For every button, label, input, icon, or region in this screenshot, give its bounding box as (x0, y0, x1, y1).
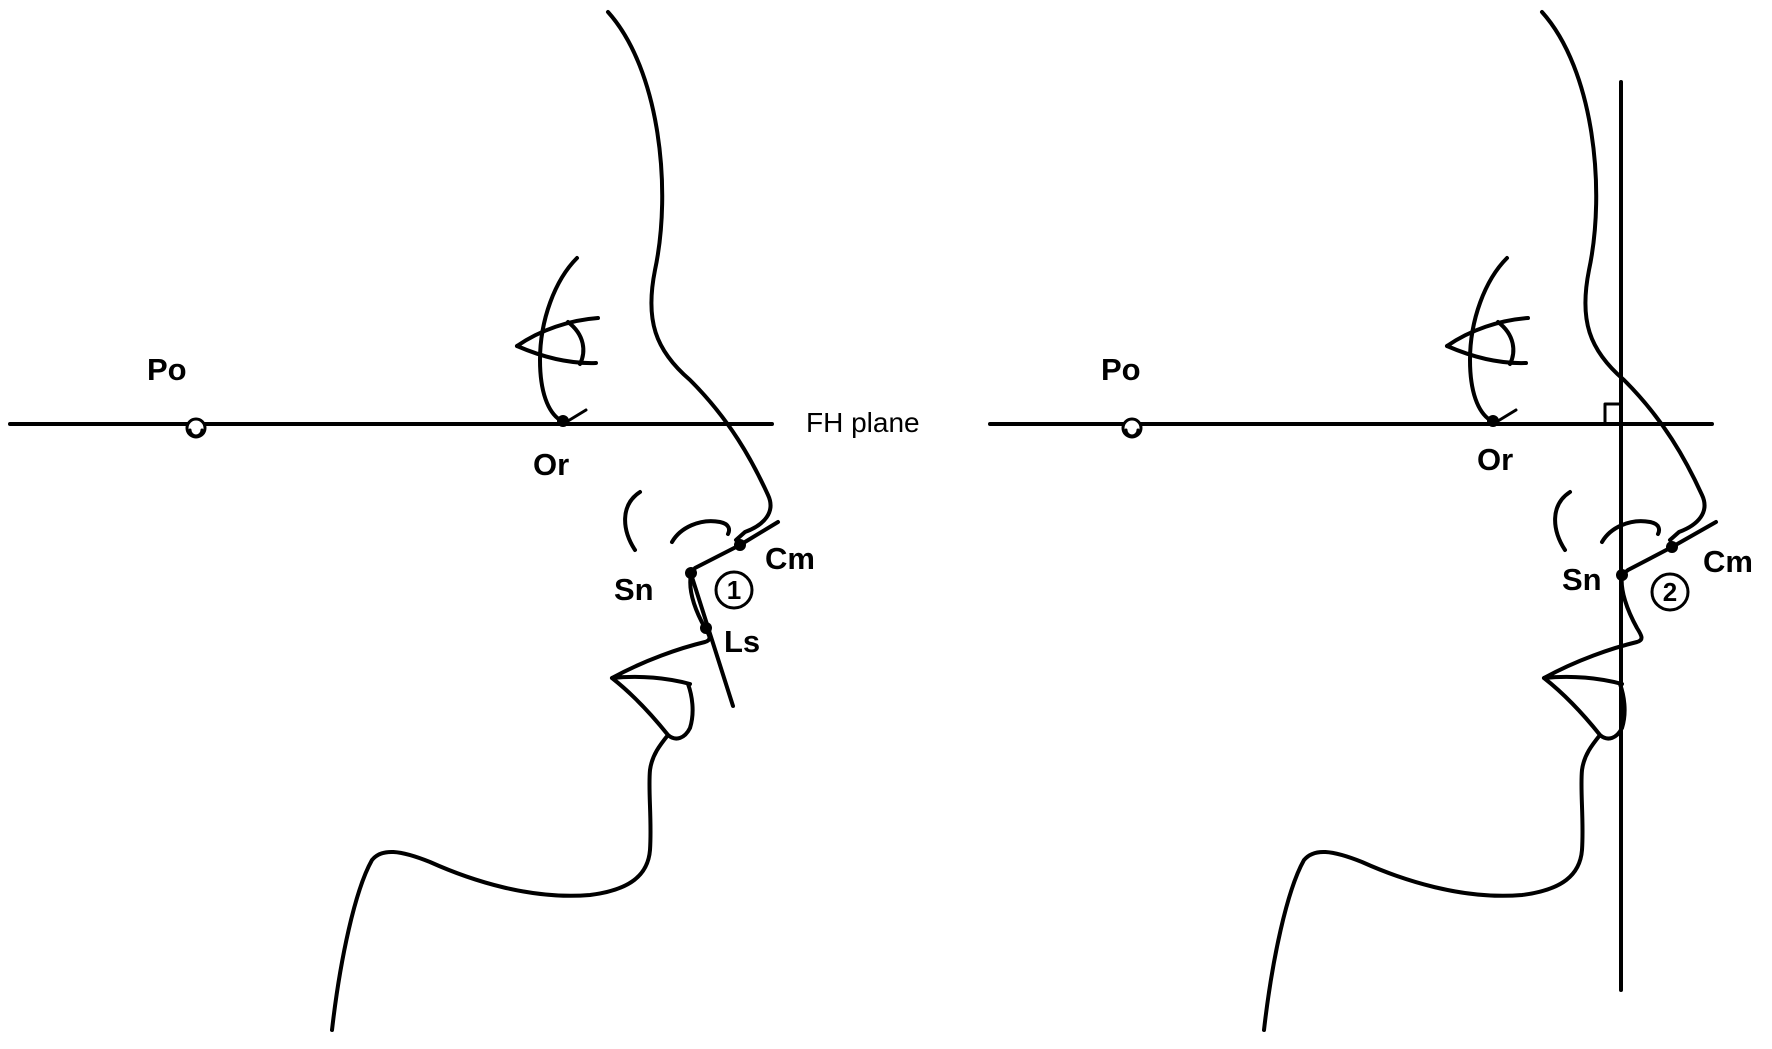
po-point-mark-right (1124, 428, 1140, 438)
right-angle-marker (1603, 402, 1623, 426)
eye-socket-curve (538, 256, 579, 422)
or-label-right: Or (1477, 442, 1513, 477)
columella-line (688, 543, 742, 577)
nostril-ala-curve (623, 490, 642, 552)
upper-eyelid (515, 316, 600, 348)
cm-point-right (1666, 541, 1678, 553)
lips-contour-right (1262, 676, 1627, 1032)
angle-1-circle (714, 570, 754, 610)
right-panel: Po Or Sn Cm 2 (988, 10, 1753, 1032)
po-label: Po (147, 352, 187, 387)
or-point-right (1487, 415, 1499, 427)
nose-tip-tangent-right (1670, 520, 1718, 549)
eye-iris-arc (566, 320, 586, 366)
sn-label-right: Sn (1562, 562, 1602, 597)
or-label: Or (533, 447, 569, 482)
upper-lip-contour (610, 572, 712, 686)
angle-2-label: 2 (1663, 577, 1677, 607)
po-label-right: Po (1101, 352, 1141, 387)
po-point-mark (188, 428, 204, 438)
lips-contour (330, 676, 695, 1032)
sn-point-right (1616, 569, 1628, 581)
nostril-curve (670, 519, 731, 544)
left-panel: Po Or Sn Cm Ls 1 FH plane (8, 10, 920, 1032)
forehead-nose-profile (606, 10, 773, 542)
or-point (557, 415, 569, 427)
eye-socket-curve-right (1468, 256, 1509, 422)
sn-label: Sn (614, 572, 654, 607)
ls-label: Ls (724, 624, 760, 659)
sn-point (685, 567, 697, 579)
columella-line-right (1620, 545, 1674, 577)
fh-plane-label: FH plane (806, 407, 920, 438)
ls-point (700, 622, 712, 634)
cm-point (734, 539, 746, 551)
angle-2-circle (1650, 572, 1690, 612)
po-point (185, 417, 207, 439)
cm-label-right: Cm (1703, 544, 1753, 579)
upper-lip-contour-right (1542, 573, 1644, 686)
nostril-ala-curve-right (1553, 490, 1572, 552)
lower-eyelid-right (1445, 344, 1528, 366)
upper-lip-tangent-line (689, 572, 735, 708)
upper-eyelid-right (1445, 316, 1530, 348)
nostril-curve-right (1600, 519, 1661, 544)
nose-tip-tangent (738, 520, 780, 547)
eye-iris-arc-right (1496, 320, 1516, 366)
lower-eyelid (515, 344, 598, 366)
forehead-nose-profile-right (1540, 10, 1707, 542)
cm-label: Cm (765, 541, 815, 576)
po-point-right (1121, 417, 1143, 439)
angle-1-label: 1 (727, 575, 741, 605)
